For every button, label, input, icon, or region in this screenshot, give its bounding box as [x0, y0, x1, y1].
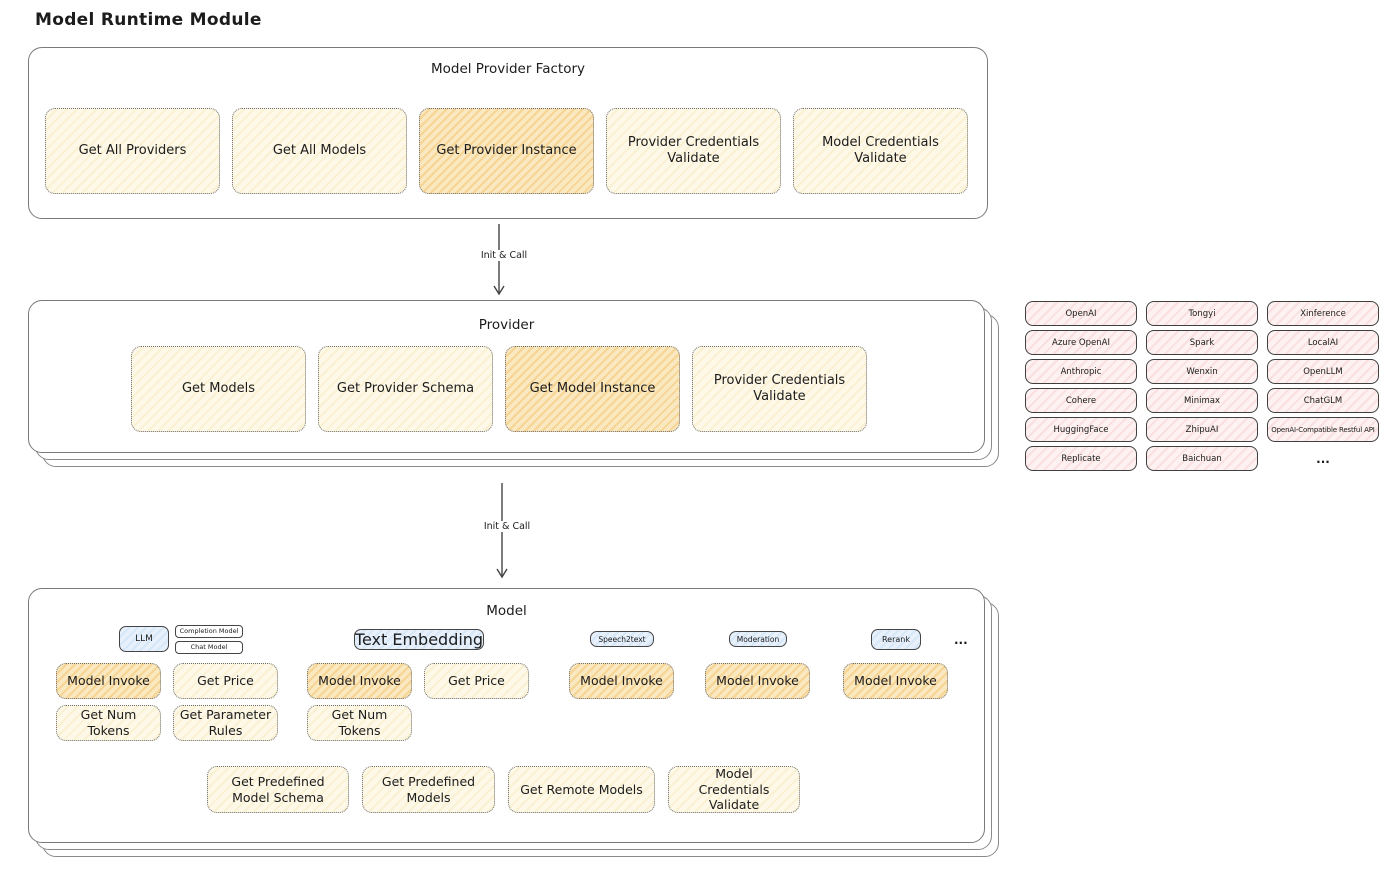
init-call-label-2: Init & Call [465, 521, 549, 532]
model-subtype-tag: Completion Model [175, 624, 243, 638]
provider-pill: Replicate [1025, 446, 1137, 471]
factory-button: Get All Models [232, 108, 407, 194]
model-tag-row: Moderation [705, 623, 811, 655]
provider-pill: Anthropic [1025, 359, 1137, 384]
provider-pill: Xinference [1267, 301, 1379, 326]
factory-button: Get Provider Instance [419, 108, 594, 194]
model-button: Get Price [173, 663, 278, 699]
model-button: Model Invoke [307, 663, 412, 699]
factory-button: Provider Credentials Validate [606, 108, 781, 194]
model-type-tag: Moderation [728, 631, 788, 647]
model-subtype-tag: Chat Model [175, 640, 243, 654]
model-type-tag: Speech2text [590, 631, 654, 647]
model-button-row: Model Invoke Get Price [307, 663, 531, 699]
model-button-row: Model Invoke Get Price [56, 663, 280, 699]
provider-title: Provider [478, 317, 535, 333]
provider-pill: HuggingFace [1025, 417, 1137, 442]
model-type-tag: Text Embedding [353, 628, 485, 650]
model-bottom-button: Get Predefined Model Schema [207, 766, 349, 813]
model-tag-row: Rerank [843, 623, 949, 655]
model-button-row: Model Invoke [569, 663, 675, 699]
model-button: Get Parameter Rules [173, 705, 278, 741]
provider-list-ellipsis: ... [1316, 451, 1330, 466]
provider-pill: OpenLLM [1267, 359, 1379, 384]
provider-pill: Minimax [1146, 388, 1258, 413]
provider-pill: Spark [1146, 330, 1258, 355]
provider-button: Get Models [131, 346, 306, 432]
model-bottom-button: Get Predefined Models [362, 766, 495, 813]
provider-pill: OpenAI [1025, 301, 1137, 326]
provider-pill: Azure OpenAI [1025, 330, 1137, 355]
provider-pill: Tongyi [1146, 301, 1258, 326]
model-button: Model Invoke [705, 663, 810, 699]
provider-pill: Cohere [1025, 388, 1137, 413]
factory-button: Model Credentials Validate [793, 108, 968, 194]
model-type-tag: LLM [119, 626, 169, 652]
model-button: Get Num Tokens [56, 705, 161, 741]
factory-title: Model Provider Factory [430, 61, 585, 77]
init-call-label-1: Init & Call [462, 250, 546, 261]
model-button: Model Invoke [569, 663, 674, 699]
model-button: Get Price [424, 663, 529, 699]
page-title: Model Runtime Module [35, 10, 262, 30]
model-bottom-button: Model Credentials Validate [668, 766, 800, 813]
more-model-types-ellipsis: ... [954, 633, 968, 647]
model-button-row: Model Invoke [843, 663, 949, 699]
provider-pill: ChatGLM [1267, 388, 1379, 413]
model-tag-row: Text Embedding [307, 623, 531, 655]
model-type-tag: Rerank [870, 628, 921, 650]
model-button-row: Get Num Tokens [307, 705, 531, 741]
model-button: Model Invoke [843, 663, 948, 699]
model-button: Get Num Tokens [307, 705, 412, 741]
provider-button: Provider Credentials Validate [692, 346, 867, 432]
provider-pill: OpenAI-Compatible Restful API [1267, 417, 1379, 442]
provider-button: Get Provider Schema [318, 346, 493, 432]
model-title: Model [486, 603, 527, 619]
provider-pill: Wenxin [1146, 359, 1258, 384]
model-button: Model Invoke [56, 663, 161, 699]
model-button-row: Model Invoke [705, 663, 811, 699]
provider-pill: Baichuan [1146, 446, 1258, 471]
provider-pill: LocalAI [1267, 330, 1379, 355]
model-bottom-buttons-row: Get Predefined Model Schema Get Predefine… [207, 766, 800, 813]
model-bottom-button: Get Remote Models [508, 766, 655, 813]
model-provider-factory-box: Model Provider Factory Get All Providers… [28, 47, 988, 219]
model-button-row: Get Num Tokens Get Parameter Rules [56, 705, 280, 741]
model-tag-row: Speech2text [569, 623, 675, 655]
factory-button: Get All Providers [45, 108, 220, 194]
provider-button: Get Model Instance [505, 346, 680, 432]
provider-pill: ZhipuAI [1146, 417, 1258, 442]
